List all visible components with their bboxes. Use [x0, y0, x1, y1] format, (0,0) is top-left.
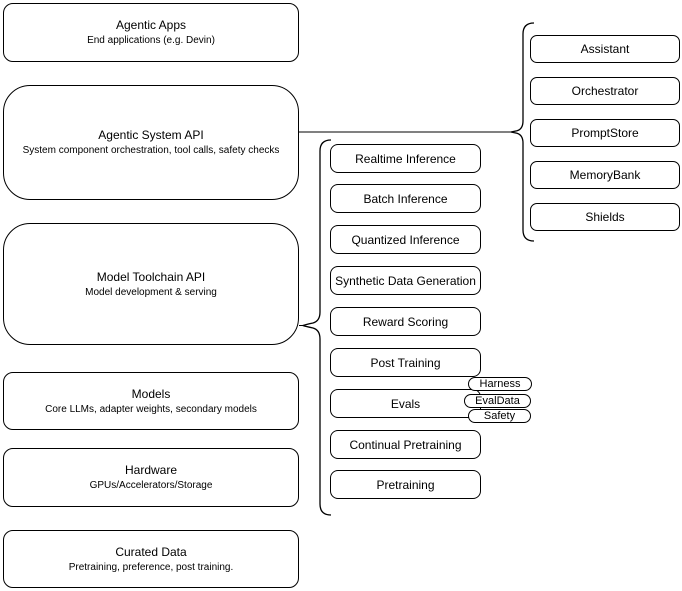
tag-label: Safety	[483, 410, 516, 422]
node-subtitle: Pretraining, preference, post training.	[68, 561, 234, 573]
node-label: Post Training	[370, 355, 441, 370]
tag-label: EvalData	[475, 395, 520, 407]
node-post-training: Post Training	[330, 348, 481, 377]
node-pretraining: Pretraining	[330, 470, 481, 499]
tag-safety: Safety	[468, 409, 531, 423]
node-synthetic-data-generation: Synthetic Data Generation	[330, 266, 481, 295]
node-label: Realtime Inference	[355, 151, 456, 166]
node-agentic-system-api: Agentic System API System component orch…	[3, 85, 299, 200]
node-label: Pretraining	[376, 477, 435, 492]
node-label: PromptStore	[571, 126, 639, 140]
node-label: Batch Inference	[363, 191, 448, 206]
node-title: Hardware	[124, 463, 178, 477]
node-hardware: Hardware GPUs/Accelerators/Storage	[3, 448, 299, 507]
node-agentic-apps: Agentic Apps End applications (e.g. Devi…	[3, 3, 299, 62]
node-continual-pretraining: Continual Pretraining	[330, 430, 481, 459]
node-title: Curated Data	[115, 544, 187, 559]
node-subtitle: Model development & serving	[85, 286, 217, 298]
node-curated-data: Curated Data Pretraining, preference, po…	[3, 530, 299, 588]
node-title: Agentic System API	[98, 128, 204, 142]
node-label: Orchestrator	[571, 84, 639, 98]
tag-evaldata: EvalData	[464, 394, 531, 408]
node-subtitle: GPUs/Accelerators/Storage	[89, 480, 213, 491]
node-realtime-inference: Realtime Inference	[330, 144, 481, 173]
node-subtitle: System component orchestration, tool cal…	[22, 145, 280, 156]
node-orchestrator: Orchestrator	[530, 77, 680, 105]
bracket-system-components-group	[510, 22, 535, 242]
node-label: Quantized Inference	[351, 232, 460, 247]
bracket-toolchain-group	[301, 139, 332, 516]
node-title: Models	[131, 386, 171, 401]
tag-label: Harness	[479, 378, 521, 390]
node-subtitle: End applications (e.g. Devin)	[87, 35, 215, 46]
node-memorybank: MemoryBank	[530, 161, 680, 189]
node-model-toolchain-api: Model Toolchain API Model development & …	[3, 223, 299, 345]
node-shields: Shields	[530, 203, 680, 231]
node-batch-inference: Batch Inference	[330, 184, 481, 213]
node-label: MemoryBank	[569, 168, 641, 182]
node-label: Evals	[390, 396, 421, 411]
node-label: Continual Pretraining	[349, 437, 462, 452]
node-quantized-inference: Quantized Inference	[330, 225, 481, 254]
node-assistant: Assistant	[530, 35, 680, 63]
node-title: Model Toolchain API	[96, 269, 206, 284]
node-reward-scoring: Reward Scoring	[330, 307, 481, 336]
node-subtitle: Core LLMs, adapter weights, secondary mo…	[45, 403, 257, 415]
node-label: Reward Scoring	[362, 314, 449, 329]
tag-harness: Harness	[468, 377, 532, 391]
node-models: Models Core LLMs, adapter weights, secon…	[3, 372, 299, 430]
node-label: Shields	[585, 210, 625, 224]
node-label: Synthetic Data Generation	[335, 273, 476, 288]
node-evals: Evals	[330, 389, 481, 418]
node-promptstore: PromptStore	[530, 119, 680, 147]
node-title: Agentic Apps	[115, 18, 187, 32]
node-label: Assistant	[580, 42, 630, 56]
